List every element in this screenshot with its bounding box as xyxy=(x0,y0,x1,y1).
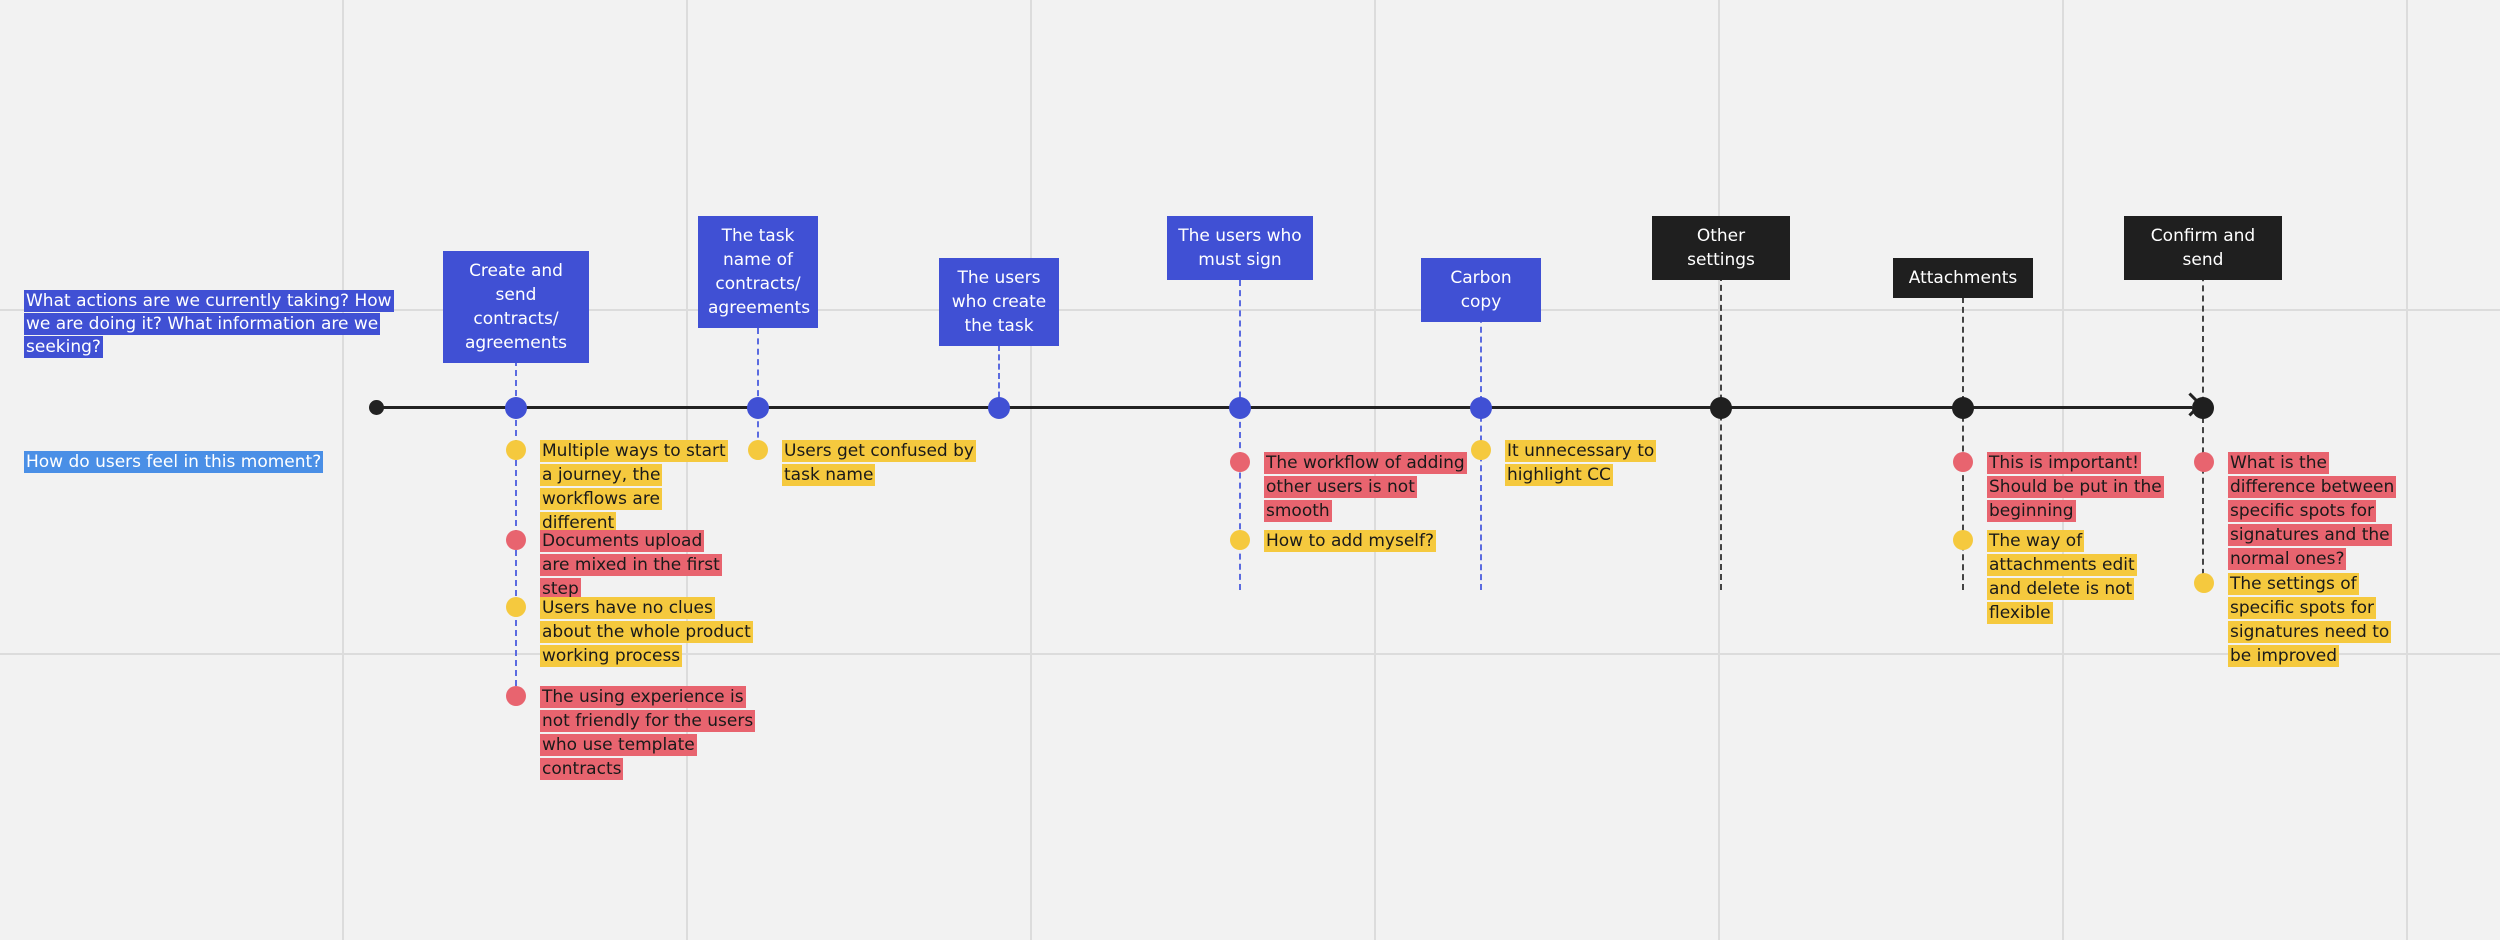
sticky-note[interactable]: How to add myself? xyxy=(1264,530,1437,552)
sticky-note[interactable]: This is important! Should be put in the … xyxy=(1987,452,2164,522)
note-dot xyxy=(506,440,526,460)
lane-label-feelings[interactable]: How do users feel in this moment? xyxy=(24,451,324,473)
timeline-dot xyxy=(1470,397,1492,419)
note-dot xyxy=(748,440,768,460)
note-dot xyxy=(1953,452,1973,472)
sticky-note[interactable]: Multiple ways to start a journey, the wo… xyxy=(540,440,728,534)
timeline-dot xyxy=(1710,397,1732,419)
stage-card-create-send[interactable]: Create and send contracts/ agreements xyxy=(443,251,589,363)
grid-line xyxy=(2406,0,2408,940)
stage-connector xyxy=(1962,297,1964,590)
note-dot xyxy=(2194,452,2214,472)
stage-card-other-settings[interactable]: Other settings xyxy=(1652,216,1790,280)
sticky-note[interactable]: Users have no clues about the whole prod… xyxy=(540,597,753,667)
note-dot xyxy=(1230,530,1250,550)
timeline-dot xyxy=(505,397,527,419)
note-dot xyxy=(1471,440,1491,460)
timeline-start-dot xyxy=(369,400,384,415)
sticky-note[interactable]: The using experience is not friendly for… xyxy=(540,686,756,780)
sticky-note[interactable]: Users get confused by task name xyxy=(782,440,976,486)
grid-line xyxy=(1030,0,1032,940)
grid-line xyxy=(0,309,2500,311)
note-dot xyxy=(2194,573,2214,593)
sticky-note[interactable]: The workflow of adding other users is no… xyxy=(1264,452,1467,522)
stage-card-carbon-copy[interactable]: Carbon copy xyxy=(1421,258,1541,322)
stage-connector xyxy=(998,345,1000,407)
timeline-line xyxy=(376,406,2192,409)
timeline-dot xyxy=(747,397,769,419)
timeline-dot xyxy=(1229,397,1251,419)
stage-connector xyxy=(1720,255,1722,590)
stage-connector xyxy=(757,328,759,448)
sticky-note[interactable]: What is the difference between specific … xyxy=(2228,452,2397,570)
grid-line xyxy=(686,0,688,940)
stage-card-attachments[interactable]: Attachments xyxy=(1893,258,2033,298)
timeline-dot xyxy=(988,397,1010,419)
sticky-note[interactable]: It unnecessary to highlight CC xyxy=(1505,440,1657,486)
grid-line xyxy=(342,0,344,940)
stage-card-task-name[interactable]: The task name of contracts/ agreements xyxy=(698,216,818,328)
note-dot xyxy=(506,597,526,617)
note-dot xyxy=(1953,530,1973,550)
grid-line xyxy=(1718,0,1720,940)
lane-label-actions[interactable]: What actions are we currently taking? Ho… xyxy=(24,290,394,358)
sticky-note[interactable]: The settings of specific spots for signa… xyxy=(2228,573,2392,667)
note-dot xyxy=(1230,452,1250,472)
sticky-note[interactable]: The way of attachments edit and delete i… xyxy=(1987,530,2137,624)
note-dot xyxy=(506,686,526,706)
grid-line xyxy=(0,653,2500,655)
note-dot xyxy=(506,530,526,550)
timeline-dot xyxy=(1952,397,1974,419)
timeline-dot xyxy=(2192,397,2214,419)
stage-card-confirm-send[interactable]: Confirm and send xyxy=(2124,216,2282,280)
stage-connector xyxy=(515,340,517,696)
stage-card-task-creators[interactable]: The users who create the task xyxy=(939,258,1059,346)
stage-connector xyxy=(2202,255,2204,585)
stage-card-signers[interactable]: The users who must sign xyxy=(1167,216,1313,280)
stage-connector xyxy=(1239,280,1241,590)
sticky-note[interactable]: Documents upload are mixed in the first … xyxy=(540,530,722,600)
